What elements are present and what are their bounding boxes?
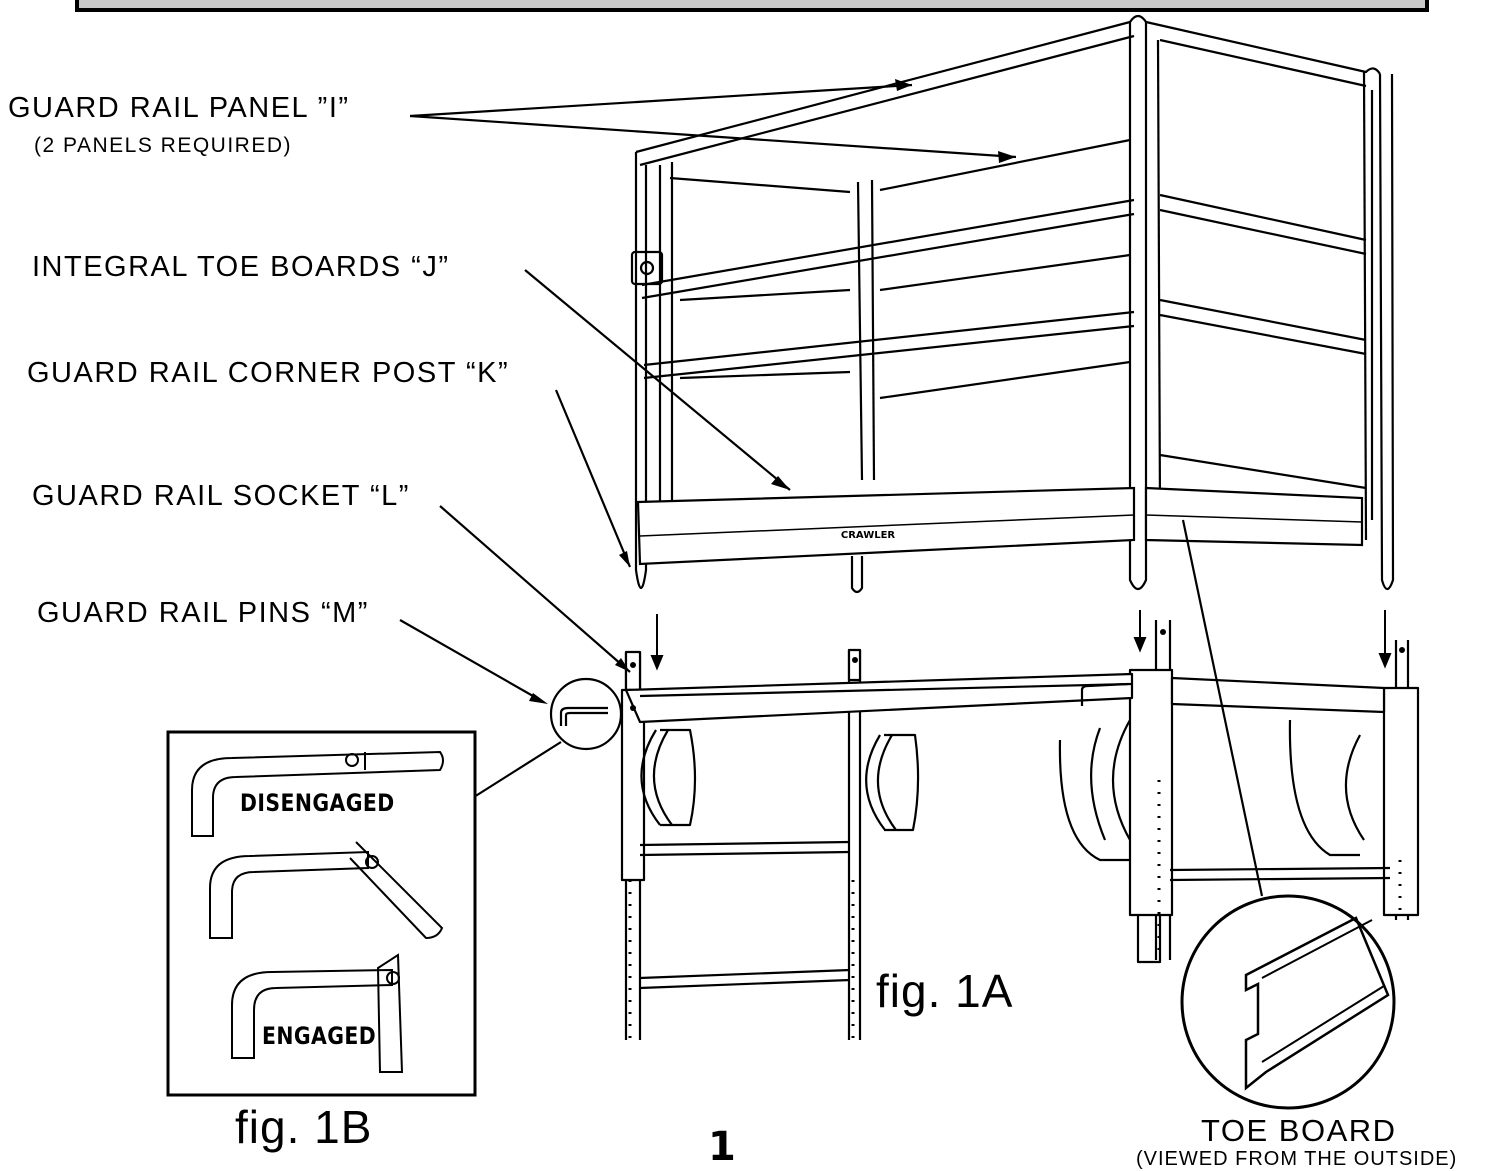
label-guard-rail-panel-i: GUARD RAIL PANEL ”I” bbox=[8, 92, 350, 124]
label-guard-rail-pins-m: GUARD RAIL PINS “M” bbox=[37, 597, 369, 629]
brand-mark: CRAWLER bbox=[841, 530, 896, 541]
leader-lines bbox=[399, 83, 1264, 897]
pin-detail-box bbox=[166, 730, 477, 1097]
pin-callout-circle bbox=[549, 677, 623, 751]
pin-detail-drawings bbox=[191, 750, 444, 1073]
toe-board-detail-circle bbox=[1180, 894, 1396, 1110]
label-guard-rail-corner-post-k: GUARD RAIL CORNER POST “K” bbox=[27, 357, 510, 389]
caption-fig-1a: fig. 1A bbox=[876, 965, 1014, 1017]
guard-rail-frame bbox=[630, 14, 1395, 594]
toe-board bbox=[636, 486, 1364, 566]
label-integral-toe-boards-j: INTEGRAL TOE BOARDS “J” bbox=[32, 251, 450, 283]
scaffold-frame bbox=[620, 620, 1420, 1040]
alignment-arrows bbox=[650, 610, 1392, 671]
label-toe-board: TOE BOARD bbox=[1201, 1113, 1397, 1148]
label-viewed-from-outside: (VIEWED FROM THE OUTSIDE) bbox=[1136, 1148, 1458, 1170]
header-bar bbox=[75, 0, 1429, 12]
label-guard-rail-socket-l: GUARD RAIL SOCKET “L” bbox=[32, 480, 410, 512]
caption-fig-1b: fig. 1B bbox=[235, 1101, 373, 1153]
label-engaged: ENGAGED bbox=[262, 1022, 377, 1050]
label-disengaged: DISENGAGED bbox=[240, 789, 395, 817]
label-panels-required: (2 PANELS REQUIRED) bbox=[34, 134, 292, 157]
page-number: 1 bbox=[708, 1124, 736, 1170]
